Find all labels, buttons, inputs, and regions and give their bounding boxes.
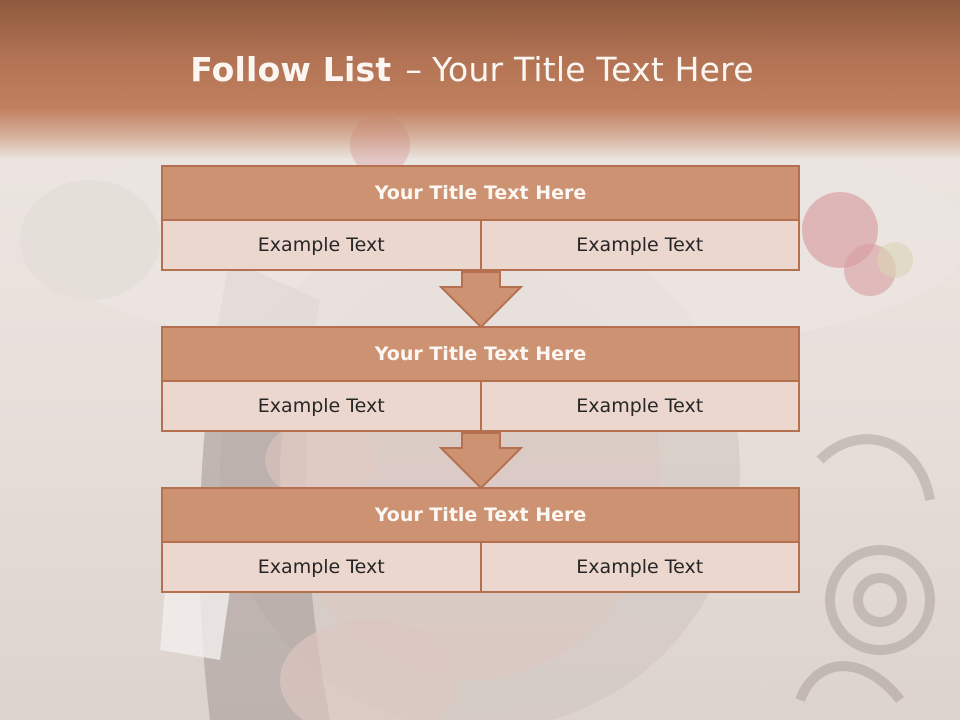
list-block-3: Your Title Text Here Example Text Exampl…	[161, 487, 800, 593]
block-title: Your Title Text Here	[161, 326, 800, 382]
block-row: Example Text Example Text	[161, 543, 800, 593]
block-title: Your Title Text Here	[161, 165, 800, 221]
title-separator: –	[405, 50, 423, 89]
block-cell-left: Example Text	[161, 382, 482, 432]
block-row: Example Text Example Text	[161, 382, 800, 432]
header-band	[0, 0, 960, 160]
block-title: Your Title Text Here	[161, 487, 800, 543]
down-arrow-icon	[438, 432, 524, 490]
block-cell-right: Example Text	[481, 221, 800, 271]
slide-title: Follow List–Your Title Text Here	[0, 50, 944, 89]
title-bold: Follow List	[190, 50, 392, 89]
block-cell-left: Example Text	[161, 221, 482, 271]
block-cell-right: Example Text	[481, 382, 800, 432]
block-row: Example Text Example Text	[161, 221, 800, 271]
block-cell-left: Example Text	[161, 543, 482, 593]
list-block-2: Your Title Text Here Example Text Exampl…	[161, 326, 800, 432]
list-block-1: Your Title Text Here Example Text Exampl…	[161, 165, 800, 271]
block-cell-right: Example Text	[481, 543, 800, 593]
down-arrow-icon	[438, 271, 524, 329]
title-rest: Your Title Text Here	[432, 50, 754, 89]
